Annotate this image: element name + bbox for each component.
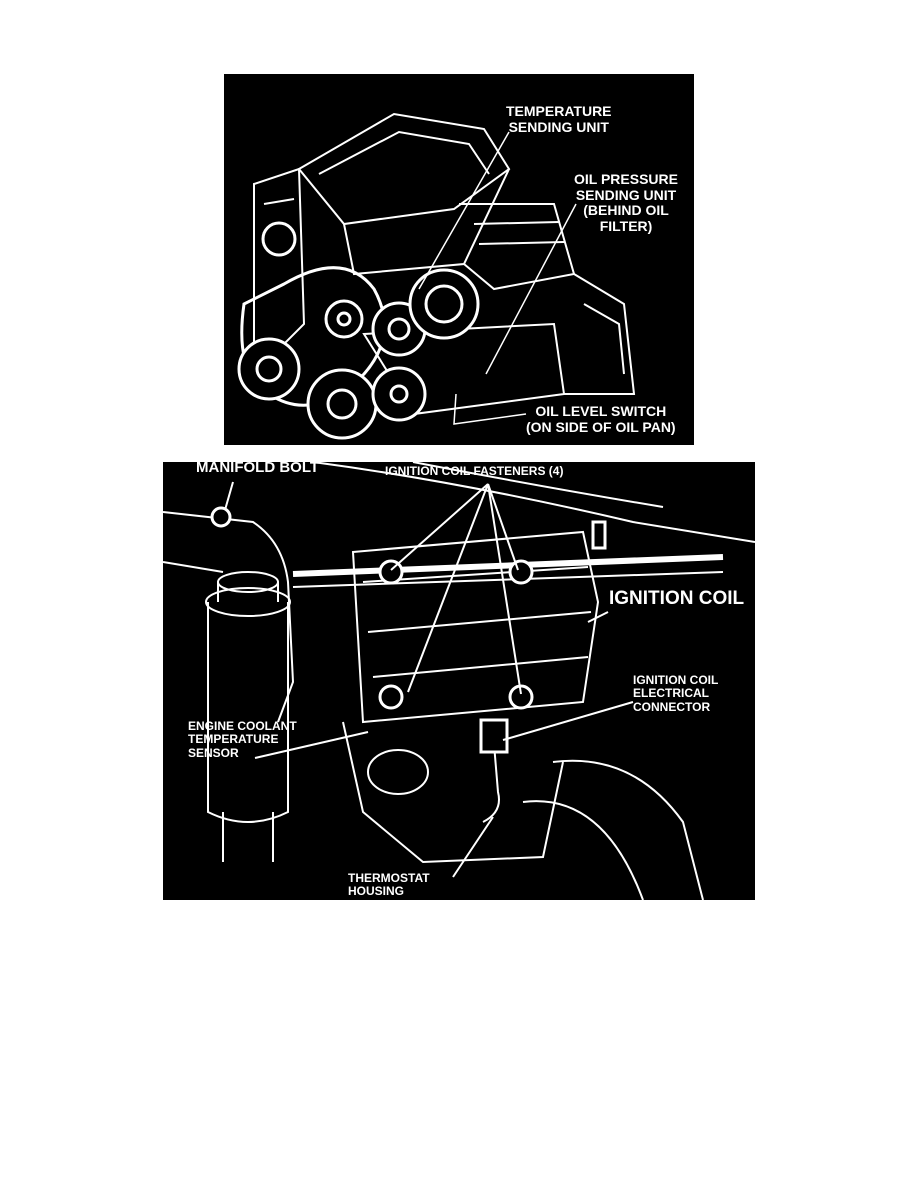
- label-ignition-coil: IGNITION COIL: [609, 588, 745, 609]
- label-manifold-bolt: MANIFOLD BOLT: [196, 462, 320, 476]
- label-temperature-sending-unit: TEMPERATURE SENDING UNIT: [506, 103, 612, 135]
- label-engine-coolant-temperature-sensor: ENGINE COOLANT TEMPERATURE SENSOR: [188, 719, 297, 760]
- label-ignition-coil-fasteners: IGNITION COIL FASTENERS (4): [385, 464, 564, 478]
- label-ignition-coil-electrical-connector: IGNITION COIL ELECTRICAL CONNECTOR: [633, 673, 719, 714]
- ignition-coil-figure: MANIFOLD BOLT IGNITION COIL FASTENERS (4…: [163, 462, 755, 900]
- label-oil-level-switch: OIL LEVEL SWITCH (ON SIDE OF OIL PAN): [526, 403, 676, 435]
- ignition-coil-drawing: [163, 462, 755, 900]
- engine-overview-figure: TEMPERATURE SENDING UNIT OIL PRESSURE SE…: [224, 74, 694, 445]
- label-oil-pressure-sending-unit: OIL PRESSURE SENDING UNIT (BEHIND OIL FI…: [574, 171, 678, 235]
- engine-drawing: [237, 112, 636, 440]
- label-thermostat-housing: THERMOSTAT HOUSING: [348, 871, 430, 899]
